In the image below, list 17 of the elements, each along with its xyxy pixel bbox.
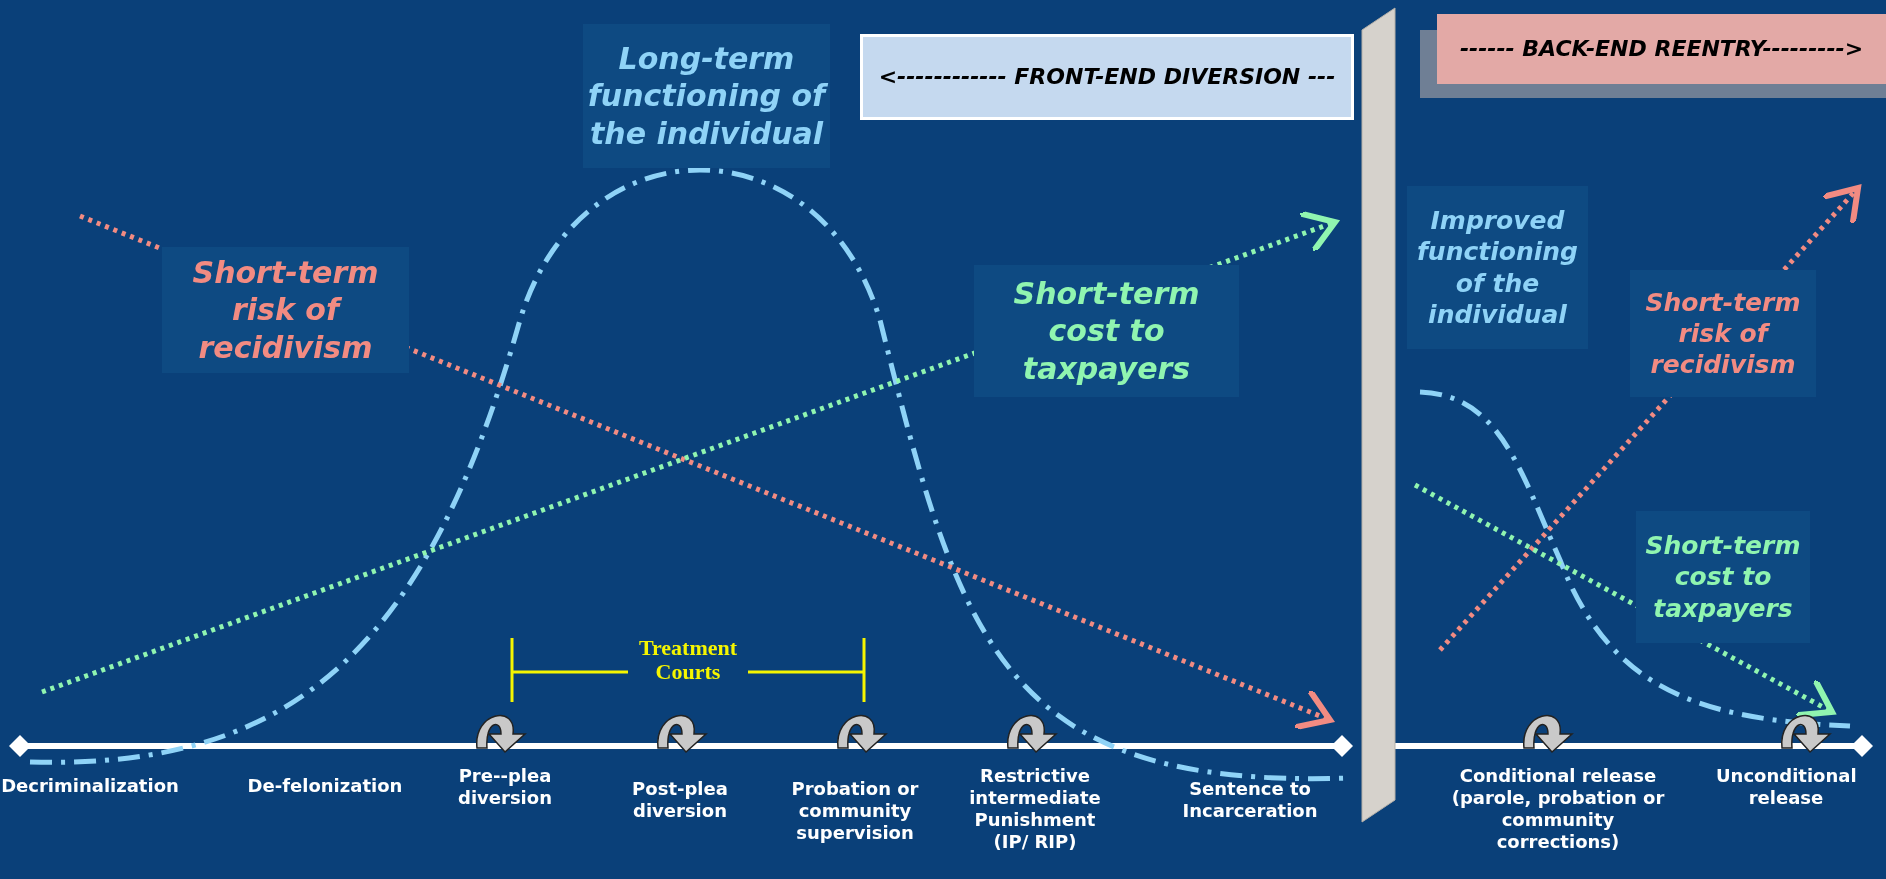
curve-label: Short-term cost to taxpayers [974, 265, 1239, 397]
stage-label: Conditional release (parole, probation or community corrections) [1450, 765, 1666, 853]
stage-label: Probation or community supervision [790, 778, 920, 844]
stage-label: Decriminalization [0, 775, 180, 797]
banner: ------ BACK-END REENTRY---------> [1437, 14, 1886, 84]
stage-label: Restrictive intermediate Punishment (IP/ RIP) [968, 765, 1102, 853]
stage-label: Post-plea diversion [631, 778, 729, 822]
curve-label: Improved functioning of the individual [1407, 186, 1588, 349]
curve-label: Long-term functioning of the individual [583, 24, 830, 168]
curve-label: Short-term cost to taxpayers [1636, 511, 1810, 643]
stage-label: Sentence to Incarceration [1181, 778, 1319, 822]
stage-label: Pre--plea diversion [457, 765, 553, 809]
curve-label: Short-term risk of recidivism [1630, 270, 1816, 397]
stage-label: Unconditional release [1716, 765, 1856, 809]
stage-label: De-felonization [246, 775, 404, 797]
curve-label: Short-term risk of recidivism [162, 247, 409, 373]
banner: <------------ FRONT-END DIVERSION --- [860, 34, 1354, 120]
